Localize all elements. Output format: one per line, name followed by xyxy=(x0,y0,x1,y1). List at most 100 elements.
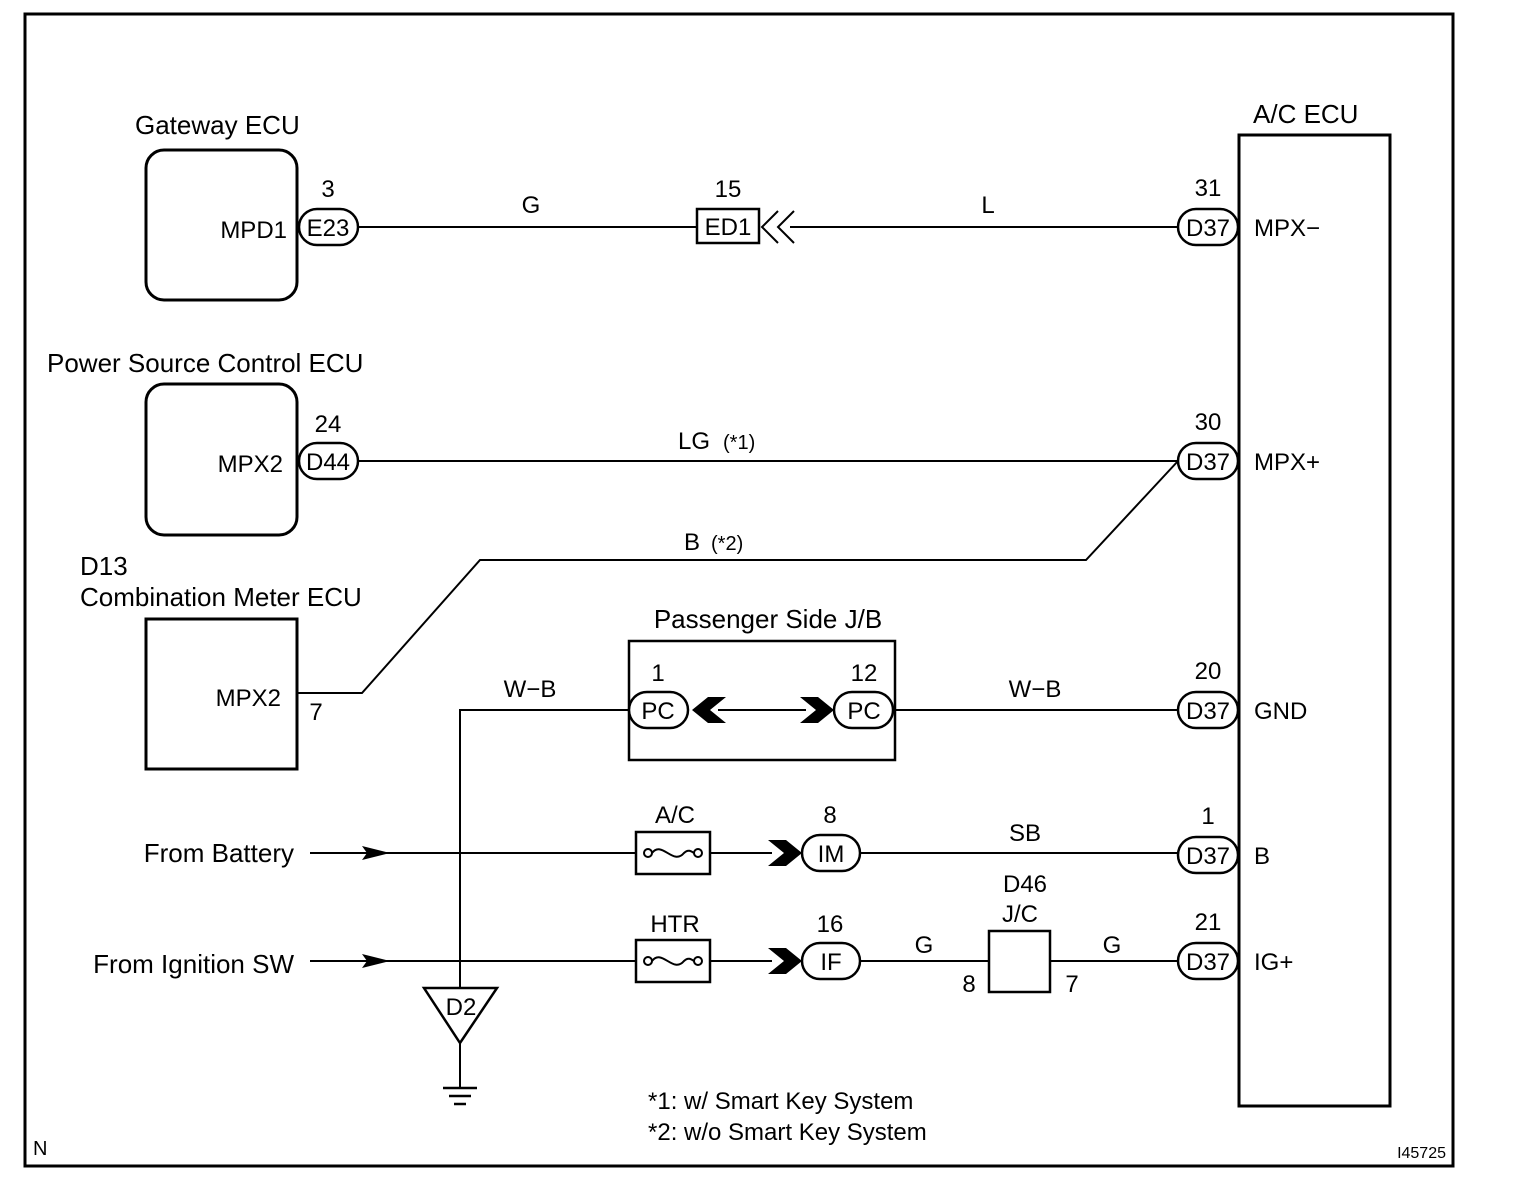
jc-d46-name: J/C xyxy=(1002,901,1038,928)
jc-d46-box xyxy=(987,929,1052,994)
connector-pc-left xyxy=(627,690,690,730)
connector-d37-label: D37 xyxy=(1186,215,1230,242)
wire-label-ig-g-right: G xyxy=(1103,932,1122,959)
wire-label-b-note: (*2) xyxy=(711,533,743,555)
combination-meter-code: D13 xyxy=(80,551,128,581)
connector-d37 xyxy=(1176,835,1240,875)
wire-label-sb: SB xyxy=(1009,820,1041,847)
connector-if xyxy=(800,941,862,981)
gateway-ecu-pin: 3 xyxy=(321,176,334,203)
fuse-ac-icon xyxy=(643,848,703,858)
corner-letter: N xyxy=(33,1138,47,1160)
ac-terminal-label: MPX+ xyxy=(1254,449,1320,476)
ac-terminal-label: B xyxy=(1254,843,1270,870)
connector-pc-left-label: PC xyxy=(641,698,674,725)
jc-d46-code: D46 xyxy=(1003,871,1047,898)
wire-label-l: L xyxy=(981,192,994,219)
fuse-ac-label: A/C xyxy=(655,802,695,829)
connector-if-pin: 16 xyxy=(817,911,844,938)
connector-ed1-label: ED1 xyxy=(705,214,752,241)
connector-d37-label: D37 xyxy=(1186,843,1230,870)
connector-d37 xyxy=(1176,690,1240,730)
ed1-pin: 15 xyxy=(715,176,742,203)
wire-b xyxy=(297,460,1179,694)
combination-meter-pin: 7 xyxy=(309,699,322,726)
wire-label-lg: LG xyxy=(678,428,710,455)
connector-e23 xyxy=(297,207,360,247)
connector-d37 xyxy=(1176,441,1240,481)
connector-d37-label: D37 xyxy=(1186,698,1230,725)
battery-arrow-icon xyxy=(362,846,390,860)
connector-im-pin: 8 xyxy=(823,802,836,829)
power-source-ecu-title: Power Source Control ECU xyxy=(47,348,363,378)
connector-im-label: IM xyxy=(818,841,845,868)
connector-if-label: IF xyxy=(820,949,841,976)
ac-ecu-title: A/C ECU xyxy=(1253,99,1358,129)
ac-terminal-label: IG+ xyxy=(1254,949,1293,976)
note-1: *1: w/ Smart Key System xyxy=(648,1088,913,1115)
if-arrow-icon xyxy=(768,948,802,974)
passenger-jb-left-pin: 1 xyxy=(651,660,664,687)
gateway-ecu-title: Gateway ECU xyxy=(135,110,300,140)
connector-d37 xyxy=(1176,941,1240,981)
wire-label-g: G xyxy=(522,192,541,219)
ed1-chevron-1-icon xyxy=(760,210,779,244)
im-arrow-icon xyxy=(768,840,802,866)
passenger-jb-right-pin: 12 xyxy=(851,660,878,687)
connector-pc-right xyxy=(832,690,895,730)
ground-d2-label: D2 xyxy=(446,994,477,1021)
wire-label-wb-left: W−B xyxy=(504,676,557,703)
power-source-ecu-pin: 24 xyxy=(315,411,342,438)
ed1-chevron-2-icon xyxy=(776,210,795,244)
wire-wb-left xyxy=(459,709,628,987)
gateway-ecu-terminal: MPD1 xyxy=(220,217,287,244)
combination-meter-terminal: MPX2 xyxy=(216,685,281,712)
connector-d37 xyxy=(1176,207,1240,247)
ac-ecu-box xyxy=(1237,133,1392,1108)
ac-pin-number: 20 xyxy=(1195,658,1222,685)
ac-terminal-label: MPX− xyxy=(1254,215,1320,242)
jc-d46-left-pin: 8 xyxy=(962,971,975,998)
wires xyxy=(297,226,1179,1088)
jb-left-arrow-icon xyxy=(692,697,726,723)
ground-icon xyxy=(443,1086,477,1106)
source-battery-label: From Battery xyxy=(144,838,294,868)
wire-label-ig-g-left: G xyxy=(915,932,934,959)
power-source-ecu-box xyxy=(144,382,299,537)
passenger-jb-title: Passenger Side J/B xyxy=(654,604,882,634)
diagram-frame xyxy=(23,12,1455,1168)
combination-meter-title: Combination Meter ECU xyxy=(80,582,362,612)
ignition-arrow-icon xyxy=(362,954,390,968)
jb-right-arrow-icon xyxy=(800,697,834,723)
power-source-ecu-terminal: MPX2 xyxy=(218,451,283,478)
ac-pin-number: 30 xyxy=(1195,409,1222,436)
fuse-htr-box xyxy=(634,938,712,984)
fuse-htr-icon xyxy=(643,956,703,966)
connector-pc-right-label: PC xyxy=(847,698,880,725)
combination-meter-box xyxy=(144,617,299,771)
connector-d37-label: D37 xyxy=(1186,949,1230,976)
figure-id: I45725 xyxy=(1397,1145,1446,1162)
ac-terminal-label: GND xyxy=(1254,698,1307,725)
ac-pin-number: 1 xyxy=(1201,803,1214,830)
wire-label-lg-note: (*1) xyxy=(723,432,755,454)
ac-pin-number: 21 xyxy=(1195,909,1222,936)
connector-e23-label: E23 xyxy=(307,215,350,242)
wire-label-b: B xyxy=(684,529,700,556)
ground-d2-triangle xyxy=(421,986,500,1046)
connector-d44-label: D44 xyxy=(306,449,350,476)
gateway-ecu-box xyxy=(144,148,299,302)
fuse-ac-box xyxy=(634,830,712,876)
jc-d46-right-pin: 7 xyxy=(1065,971,1078,998)
fuse-htr-label: HTR xyxy=(650,911,699,938)
source-ignition-label: From Ignition SW xyxy=(93,949,294,979)
ac-pin-number: 31 xyxy=(1195,175,1222,202)
note-2: *2: w/o Smart Key System xyxy=(648,1119,927,1146)
connector-im xyxy=(800,833,862,873)
connector-d44 xyxy=(297,441,360,481)
connector-d37-label: D37 xyxy=(1186,449,1230,476)
connector-ed1 xyxy=(695,207,761,245)
wire-label-wb-right: W−B xyxy=(1009,676,1062,703)
